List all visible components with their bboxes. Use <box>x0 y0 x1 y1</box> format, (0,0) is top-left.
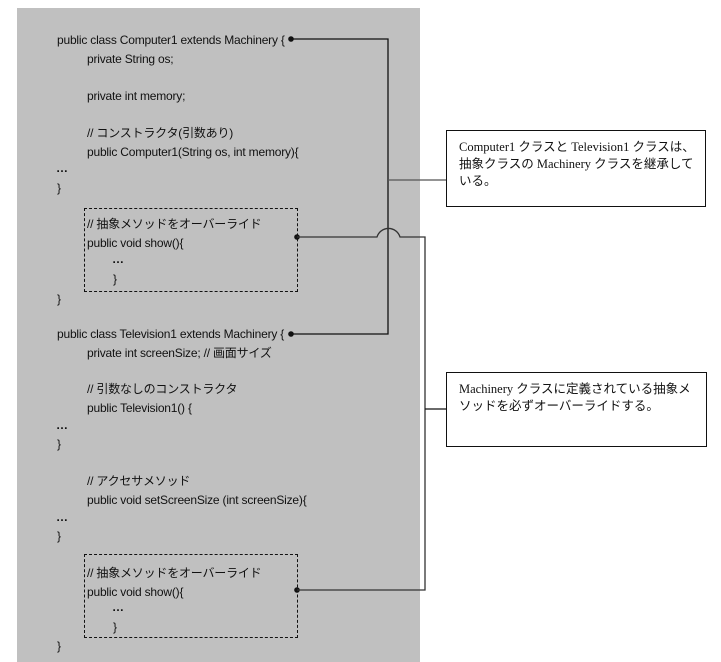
television-setter-decl: public void setScreenSize (int screenSiz… <box>87 493 307 507</box>
television-setter-body: … <box>56 510 69 524</box>
inheritance-note: Computer1 クラスと Television1 クラスは、抽象クラスの M… <box>446 130 706 207</box>
television-show-body: … <box>112 600 125 614</box>
television-accessor-comment: // アクセサメソッド <box>87 474 191 488</box>
television-class-decl: public class Television1 extends Machine… <box>57 327 285 341</box>
television-show-decl: public void show(){ <box>87 585 184 599</box>
television-setter-close: } <box>57 529 61 543</box>
computer-ctor-body: … <box>56 161 69 175</box>
computer-class-close: } <box>57 292 61 306</box>
inheritance-bracket <box>291 38 389 335</box>
television-ctor-body: … <box>56 418 69 432</box>
computer-ctor-close: } <box>57 181 61 195</box>
television-field-screen: private int screenSize; // 画面サイズ <box>87 346 272 360</box>
override-note: Machinery クラスに定義されている抽象メソッドを必ずオーバーライドする。 <box>446 372 707 447</box>
television-show-close: } <box>113 620 117 634</box>
computer-show-body: … <box>112 252 125 266</box>
television-override-comment: // 抽象メソッドをオーバーライド <box>87 566 262 580</box>
computer-show-close: } <box>113 272 117 286</box>
computer-override-comment: // 抽象メソッドをオーバーライド <box>87 217 262 231</box>
computer-show-decl: public void show(){ <box>87 236 184 250</box>
computer-ctor-decl: public Computer1(String os, int memory){ <box>87 145 299 159</box>
computer-field-memory: private int memory; <box>87 89 186 103</box>
computer-field-os: private String os; <box>87 52 174 66</box>
computer-ctor-comment: // コンストラクタ(引数あり) <box>87 126 234 140</box>
code-panel <box>17 8 420 662</box>
television-ctor-close: } <box>57 437 61 451</box>
television-ctor-comment: // 引数なしのコンストラクタ <box>87 382 238 396</box>
television-class-close: } <box>57 639 61 653</box>
television-override-box <box>84 554 298 638</box>
override-bracket <box>297 227 426 591</box>
computer-class-decl: public class Computer1 extends Machinery… <box>57 33 285 47</box>
television-ctor-decl: public Television1() { <box>87 401 192 415</box>
computer-override-box <box>84 208 298 292</box>
